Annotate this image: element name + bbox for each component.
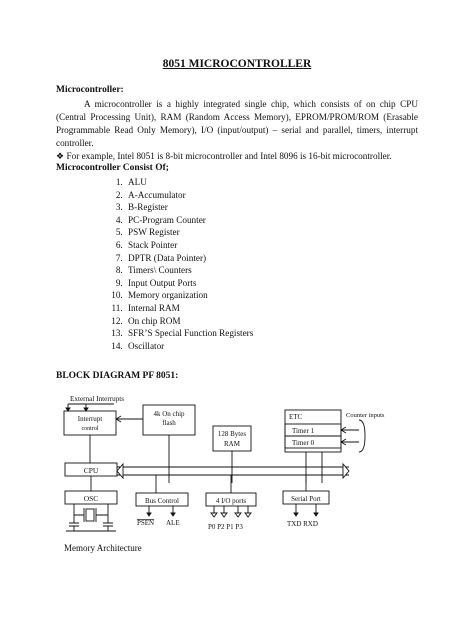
timer1-label: Timer 1 [292, 427, 315, 435]
bus-output-arrow-icon [146, 512, 176, 517]
list-item: Timers\ Counters [125, 264, 253, 277]
interrupt-control-label-2: control [82, 426, 99, 432]
serial-arrow-icon [293, 512, 319, 517]
list-item: PC-Program Counter [125, 214, 253, 227]
interrupt-flash-arrow [115, 415, 143, 423]
counter-inputs-label: Counter inputs [346, 412, 385, 419]
psen-label: PSEN [137, 519, 154, 527]
osc-label: OSC [84, 494, 99, 503]
bus-control-block [135, 492, 189, 507]
list-item: On chip ROM [125, 315, 253, 328]
flash-ram-bus-lines [168, 435, 233, 483]
list-item: ALU [125, 176, 253, 189]
list-item: B-Register [125, 201, 253, 214]
serial-port-label: Serial Port [291, 495, 321, 503]
ale-label: ALE [166, 519, 180, 527]
list-item: Stack Pointer [125, 239, 253, 252]
counter-inputs-brace [358, 419, 366, 453]
system-bus [117, 466, 349, 476]
flash-label-2: flash [162, 419, 176, 427]
etc-label: ETC [289, 413, 303, 421]
crystal-plates [83, 508, 97, 522]
timer-bus-lines [305, 452, 323, 483]
page-title: 8051 MICROCONTROLLER [162, 58, 312, 70]
diamond-bullet-icon: ❖ [56, 151, 65, 161]
counter-input-arrows [340, 426, 359, 446]
ram-label-1: 128 Bytes [218, 430, 246, 438]
list-item: Oscillator [125, 340, 253, 353]
list-item: Internal RAM [125, 302, 253, 315]
ground-icon [66, 525, 116, 532]
port-lines [213, 506, 249, 517]
external-interrupts-label: External Interrupts [70, 395, 124, 403]
io-ports-label: 4 I/O ports [216, 497, 247, 505]
txd-rxd-label: TXD RXD [287, 520, 318, 528]
interrupt-arrow-icon [65, 407, 89, 412]
timer0-label: Timer 0 [292, 439, 315, 447]
flash-label-1: 4k On chip [153, 410, 185, 418]
list-item: Memory organization [125, 289, 253, 302]
bus-arrow-icon [116, 462, 350, 480]
interrupt-input-lines [67, 403, 114, 411]
consist-of-heading: Microcontroller Consist Of; [56, 163, 169, 173]
list-item: PSW Register [125, 226, 253, 239]
bus-control-label: Bus Control [145, 497, 179, 505]
ram-label-2: RAM [224, 440, 241, 448]
capacitor-icon [69, 515, 113, 524]
list-item: A-Accumulator [125, 189, 253, 202]
memory-architecture-label: Memory Architecture [64, 543, 142, 553]
example-line: ❖ For example, Intel 8051 is 8-bit micro… [56, 150, 436, 163]
cpu-label: CPU [84, 466, 99, 475]
definition-paragraph: A microcontroller is a highly integrated… [56, 99, 418, 148]
bus-control-outputs [148, 506, 174, 516]
interrupt-control-label-1: Interrupt [78, 415, 103, 423]
list-item: SFR’S Special Function Registers [125, 327, 253, 340]
list-item: Input Output Ports [125, 277, 253, 290]
block-diagram-heading: BLOCK DIAGRAM PF 8051: [56, 371, 179, 381]
microcontroller-heading: Microcontroller: [56, 85, 124, 95]
ports-label: P0 P2 P1 P3 [208, 523, 243, 531]
list-item: DPTR (Data Pointer) [125, 252, 253, 265]
crystal-icon [85, 508, 95, 522]
crystal-leads [73, 504, 109, 516]
port-arrow-icon [210, 512, 252, 518]
example-text: For example, Intel 8051 is 8-bit microco… [66, 151, 392, 161]
block-diagram: External Interrupts Interrupt control 4k… [63, 395, 385, 553]
serial-output-lines [295, 504, 317, 516]
component-list: ALU A-Accumulator B-Register PC-Program … [100, 176, 253, 352]
